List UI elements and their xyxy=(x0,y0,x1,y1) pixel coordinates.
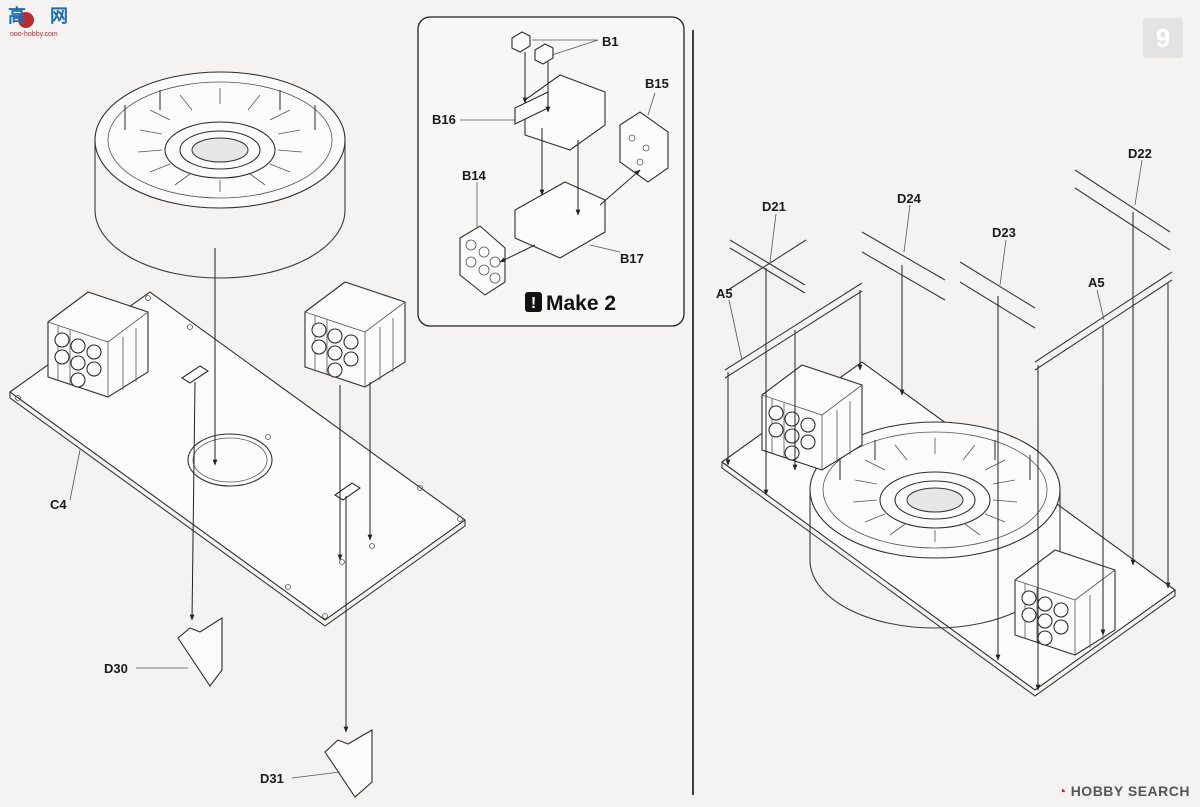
part-d22 xyxy=(1074,169,1171,251)
label-d31: D31 xyxy=(260,771,284,786)
label-a5-right: A5 xyxy=(1088,275,1105,290)
make-2-text: Make 2 xyxy=(546,292,616,315)
warning-icon: ! xyxy=(531,295,536,312)
leader-d24 xyxy=(903,204,911,253)
rack-a5-left xyxy=(724,282,863,420)
label-a5-left: A5 xyxy=(716,286,733,301)
leader-b1 xyxy=(532,39,599,56)
arrow-b14 xyxy=(499,244,536,263)
label-b16: B16 xyxy=(432,112,456,127)
inset-parts xyxy=(459,31,669,296)
arrow-plate-to-d30 xyxy=(189,381,196,621)
label-d24: D24 xyxy=(897,191,922,206)
label-d21: D21 xyxy=(762,199,786,214)
make-2-note: ! Make 2 xyxy=(525,292,616,315)
label-b15: B15 xyxy=(645,76,669,91)
leader-c4 xyxy=(69,449,81,501)
watermark-logo: 高 网 ooo-hobby.com xyxy=(8,5,68,38)
label-c4: C4 xyxy=(50,497,67,512)
label-b17: B17 xyxy=(620,251,644,266)
right-rocket-pod-1 xyxy=(761,364,863,471)
leader-d23 xyxy=(999,239,1007,286)
label-d30: D30 xyxy=(104,661,128,676)
watermark-url: ooo-hobby.com xyxy=(10,31,58,38)
arrow-b15 xyxy=(599,169,641,206)
leader-b17 xyxy=(589,244,621,253)
leader-d31 xyxy=(291,771,341,779)
part-d30 xyxy=(177,616,223,687)
label-b14: B14 xyxy=(462,168,487,183)
part-d24 xyxy=(861,231,946,301)
brand-icon: ◔ xyxy=(1057,783,1067,799)
label-d23: D23 xyxy=(992,225,1016,240)
leader-d22 xyxy=(1134,159,1143,206)
page-number: 9 xyxy=(1143,18,1183,58)
part-d31 xyxy=(324,729,373,798)
part-d21 xyxy=(727,239,807,294)
label-d22: D22 xyxy=(1128,146,1152,161)
left-rocket-pod-1 xyxy=(47,291,149,398)
leader-a5-right xyxy=(1096,289,1105,321)
leader-d21 xyxy=(769,213,777,263)
left-turntable xyxy=(94,71,346,279)
brand-watermark: ◔HOBBY SEARCH xyxy=(1058,783,1190,799)
left-rocket-pod-2 xyxy=(304,281,406,388)
watermark-char-1: 高 xyxy=(8,5,26,27)
leader-b15 xyxy=(647,92,656,116)
watermark-char-2: 网 xyxy=(50,6,68,27)
label-b1: B1 xyxy=(602,34,619,49)
brand-text: HOBBY SEARCH xyxy=(1070,783,1190,799)
leader-a5-left xyxy=(728,299,743,361)
